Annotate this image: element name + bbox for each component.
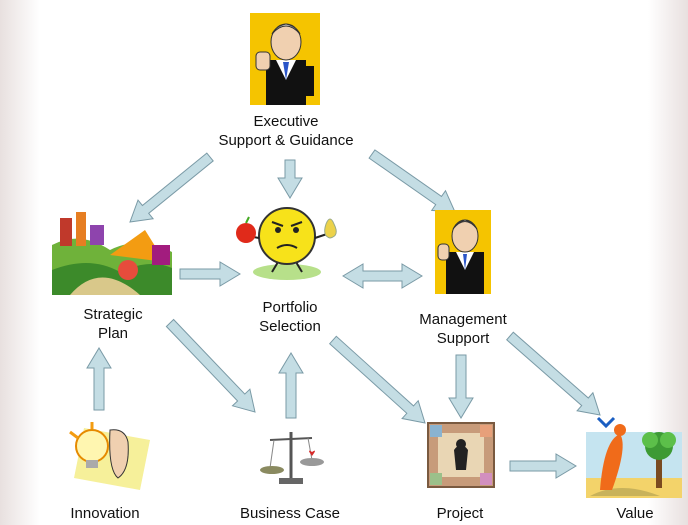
arrow-management-support-to-value <box>505 331 601 416</box>
executive-businessman-icon <box>250 13 320 105</box>
arrow-management-support-to-project <box>448 354 474 419</box>
arrow-executive-to-strategic-plan <box>129 152 214 223</box>
arrow-executive-to-management-support <box>368 149 456 213</box>
executive-label: Executive Support & Guidance <box>218 113 354 149</box>
arrow-project-to-value <box>509 453 577 479</box>
balance-scale-icon <box>260 432 324 484</box>
manager-businessman-icon <box>435 210 491 294</box>
project-framed-picture-icon <box>427 422 495 488</box>
lightbulb-idea-icon <box>69 422 150 490</box>
arrow-executive-to-portfolio-selection <box>277 159 303 199</box>
management-support-label: Management Support <box>419 311 507 347</box>
money-tree-value-icon <box>586 416 682 498</box>
arrow-innovation-to-strategic-plan <box>86 347 112 411</box>
value-label: Value <box>616 505 654 522</box>
strategic-landscape-icon <box>52 212 172 295</box>
arrow-strategic-plan-to-portfolio-selection <box>179 261 241 287</box>
project-label: Project <box>436 505 484 522</box>
strategic-plan-label: Strategic Plan <box>83 306 143 342</box>
arrow-strategic-plan-to-business-case <box>165 318 256 413</box>
arrow-business-case-to-portfolio-selection <box>278 352 304 419</box>
arrow-portfolio-selection-to-project <box>328 335 426 424</box>
apple-pear-juggler-icon <box>236 207 337 280</box>
innovation-label: Innovation <box>70 505 140 522</box>
portfolio-selection-label: Portfolio Selection <box>259 299 321 335</box>
business-case-label: Business Case <box>239 505 341 522</box>
arrow-portfolio-selection-to-management-support <box>342 263 423 289</box>
